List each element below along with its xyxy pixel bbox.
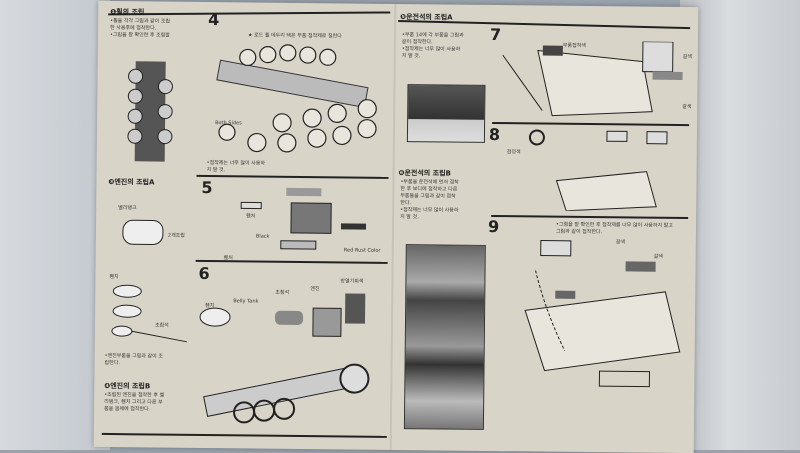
wheel-assembly-drawing [127,61,173,162]
cab-photo [406,84,486,143]
section-title-engine-b: ❹엔진의 조립B [104,381,151,391]
label: 휀치 [109,274,119,281]
section-note: •휠을 각각 그림과 같이 조립 한 사용후에 접착한다. •그림을 잘 확인한… [109,17,171,39]
label: 벨리탱크 [118,205,137,212]
label: 2개조립 [167,232,185,239]
step9-body-drawing [524,240,681,388]
divider [108,11,391,16]
section-title-cab-a: ❺운전석의 조립A [400,13,453,22]
step6-chassis-drawing [199,293,370,424]
label: 부품접착색 [562,42,586,49]
divider [101,432,387,438]
step5-engine-drawing [240,187,367,250]
belly-tank-drawing [122,219,164,245]
instruction-sheet: ❶휠의 조립 •휠을 각각 그림과 같이 조립 한 사용후에 접착한다. •그림… [93,0,699,453]
label: 갈색 [682,103,692,111]
step-number: 6 [198,263,210,284]
label: 검정색 [506,149,521,156]
step7-cab-drawing [502,41,683,117]
section-title-engine-a: ❸엔진의 조립A [108,177,155,187]
winch-drawing [111,284,187,343]
label: Both Sides [215,120,242,127]
step-number: 9 [487,216,500,237]
label: 초침석 [154,322,169,329]
section-title-wheel: ❶휠의 조립 [110,7,145,17]
divider [491,214,689,220]
section-note: •부품을 운전석에 먼저 접착 한 후 보디에 접착하고 다른 부품들을 그림과… [400,179,459,221]
section-note: •조립된 엔진을 접착한 후 벨 리탱크, 휀치 그리고 다른 부 품을 몸체에… [104,391,165,413]
step-note: •접착제는 너무 많이 사용하 지 말 것. [206,160,266,174]
label: Red Rust Color [343,247,381,254]
label: 갈색 [653,253,663,260]
step-number: 5 [201,177,213,198]
background-left [0,0,110,450]
label: 갈색 [682,53,693,61]
step-number: 8 [488,124,501,145]
label: 휀처 [246,213,256,220]
section-note: •엔진부품을 그림과 같이 조 립한다. [104,352,163,367]
label: 갈색 [615,239,626,246]
divider [195,259,388,264]
step-number: 4 [208,10,220,30]
background-right [680,0,800,450]
label: Black [255,233,270,240]
section-title-cab-b: ❻운전석의 조립B [398,169,451,178]
step4-wheels-drawing [216,44,377,153]
step8-dashboard-drawing [528,129,668,212]
step-note: ★ 로드 휠 데두리 택은 부품·접착제로 칠한다 [247,32,342,40]
divider [196,174,389,179]
section-note: •부품 14에 각 부품을 그림과 같이 접착한다. •접착제는 너무 많이 사… [401,32,464,60]
body-photo [403,244,486,430]
